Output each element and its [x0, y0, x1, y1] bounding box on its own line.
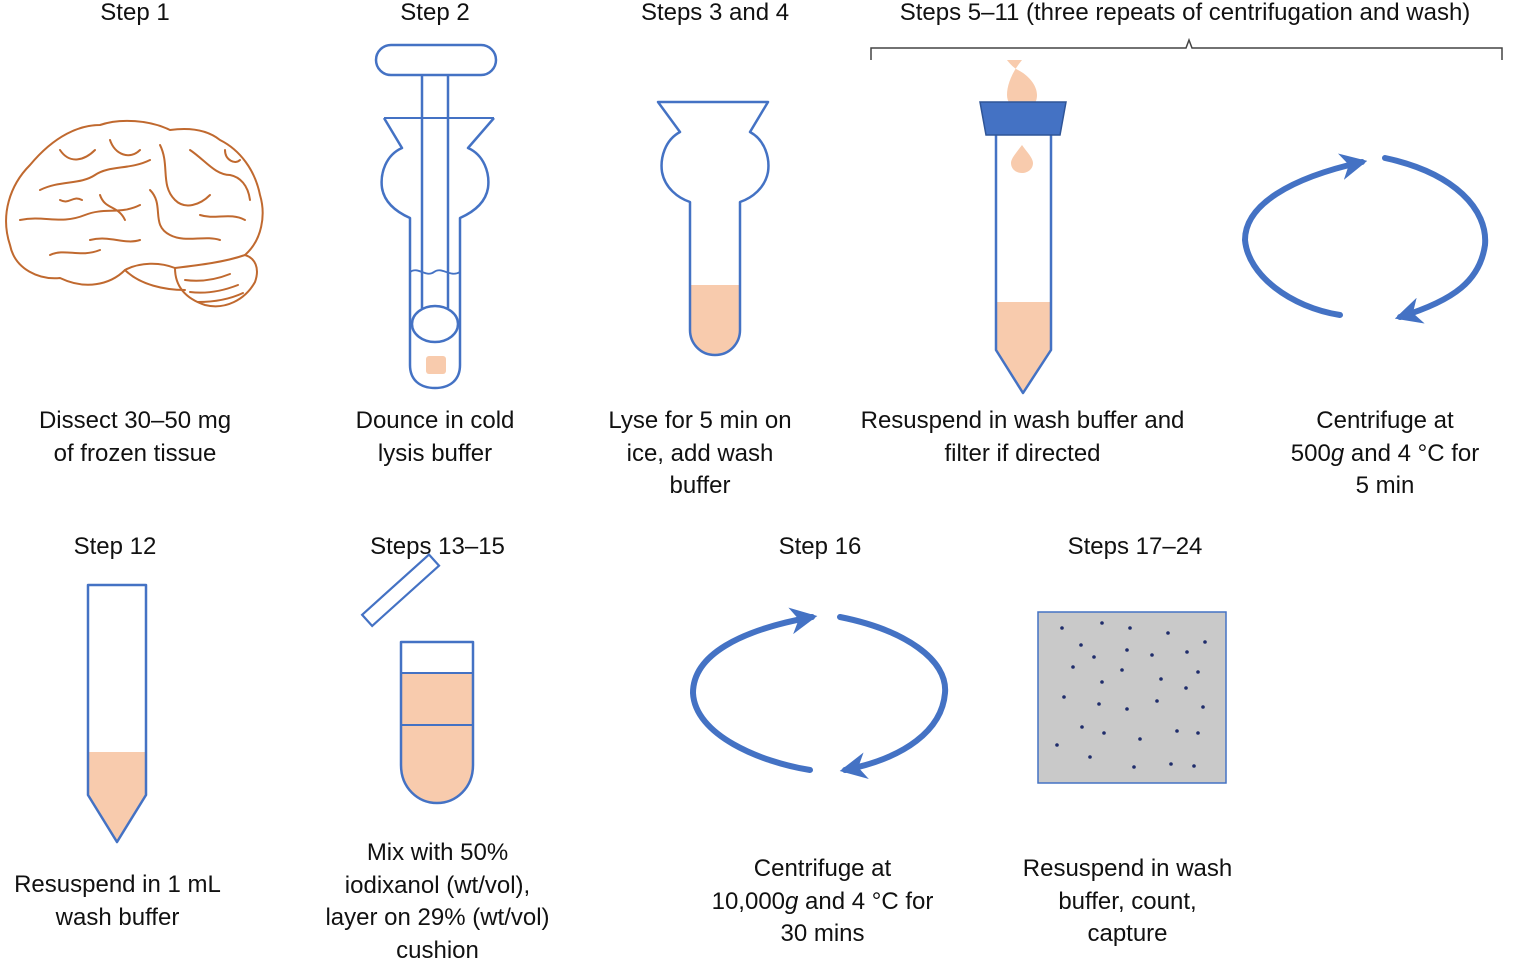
- gradient-tube-icon: [362, 555, 473, 803]
- drop-icon: [1011, 145, 1033, 173]
- iodixanol-layer: [401, 673, 473, 725]
- wash-liquid: [996, 302, 1051, 393]
- lysate-liquid: [690, 285, 740, 355]
- centrifuge-cycle-icon: [693, 617, 945, 770]
- dounce-homogenizer-icon: [376, 45, 496, 388]
- resuspension-liquid: [88, 752, 146, 842]
- wash-tube-with-filter-icon: [980, 60, 1066, 393]
- conical-tube-icon: [88, 585, 146, 842]
- lysis-tube-icon: [658, 102, 768, 355]
- centrifuge-cycle-icon: [1245, 158, 1485, 317]
- brain-icon: [6, 121, 263, 306]
- filter-cap: [980, 102, 1066, 135]
- steps-5-11-bracket: [871, 40, 1502, 60]
- tube-lid: [362, 555, 439, 626]
- counting-slide-icon: [1038, 612, 1226, 783]
- tissue-piece: [426, 356, 446, 374]
